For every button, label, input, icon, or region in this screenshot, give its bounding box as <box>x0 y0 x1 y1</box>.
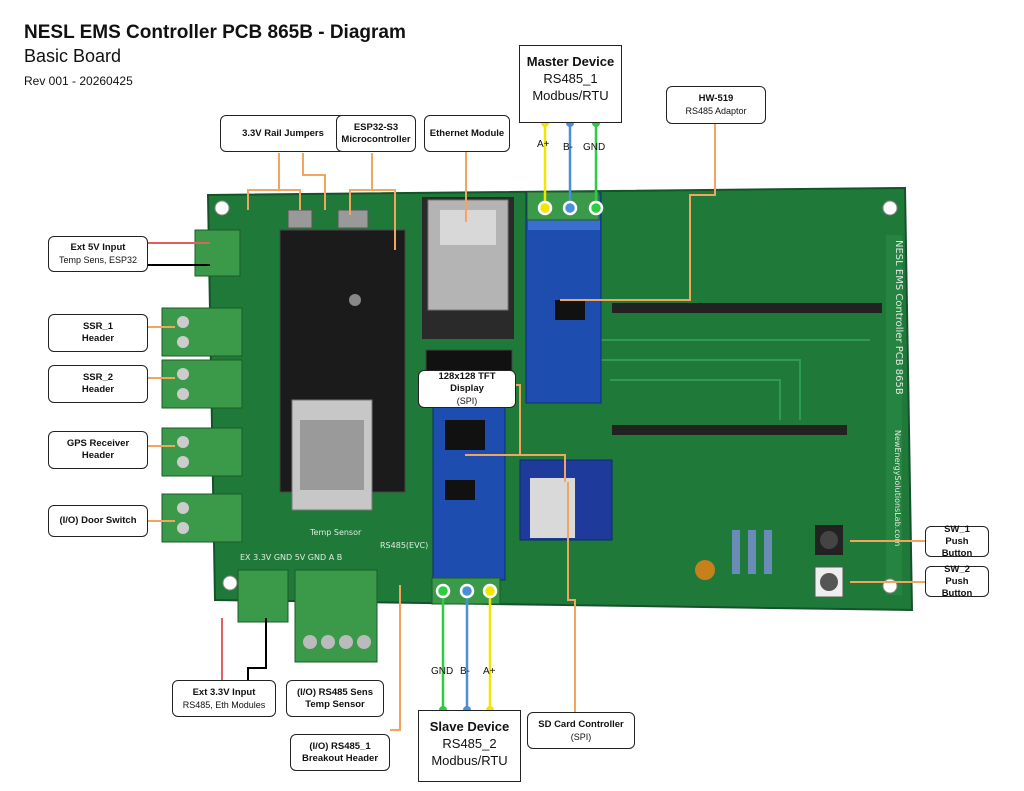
slave-wire-gnd-label: GND <box>431 666 454 677</box>
master-device-protocol: Modbus/RTU <box>532 88 609 103</box>
callout-ext5v-label: Ext 5V Input <box>70 242 126 253</box>
callout-hw519-label: HW-519 <box>698 93 734 104</box>
slave-device-protocol: Modbus/RTU <box>431 753 508 768</box>
callout-esp32-sub: Microcontroller <box>341 133 411 145</box>
svg-text:RS485(EVC): RS485(EVC) <box>380 541 428 550</box>
svg-text:NESL EMS Controller PCB 865B: NESL EMS Controller PCB 865B <box>893 240 904 395</box>
callout-ssr1-sub: Header <box>81 333 115 344</box>
master-wire-b-label: B- <box>563 142 573 153</box>
revision-label: Rev 001 - 20260425 <box>24 74 133 88</box>
callout-ssr2: SSR_2 Header <box>48 365 148 403</box>
callout-sw1-label: SW_1 <box>944 523 970 535</box>
callout-sd-card-label: SD Card Controller <box>538 718 624 730</box>
callout-gps-label: GPS Receiver <box>66 438 130 449</box>
callout-esp32: ESP32-S3 Microcontroller <box>336 115 416 152</box>
callout-rs485-1-sub: Breakout Header <box>301 752 379 764</box>
callout-sd-card-sub: (SPI) <box>570 731 592 742</box>
callout-sw2-sub: Push Button <box>941 575 973 599</box>
callout-ethernet-label: Ethernet Module <box>429 127 505 139</box>
master-wire-gnd-label: GND <box>583 142 606 153</box>
rs485-boards <box>432 192 602 581</box>
callout-hw519: HW-519 RS485 Adaptor <box>666 86 766 124</box>
callout-sw2-label: SW_2 <box>944 563 970 575</box>
callout-rail-jumpers-label: 3.3V Rail Jumpers <box>242 127 324 139</box>
callout-ext33: Ext 3.3V Input RS485, Eth Modules <box>172 680 276 717</box>
master-device-bus: RS485_1 <box>543 71 598 86</box>
callout-rs485-sens-label: (I/O) RS485 Sens <box>296 686 374 698</box>
callout-ssr2-label: SSR_2 <box>82 372 114 383</box>
callout-tft: 128x128 TFT Display (SPI) <box>418 370 516 408</box>
callout-rail-jumpers: 3.3V Rail Jumpers <box>220 115 346 152</box>
slave-device-bus: RS485_2 <box>442 736 497 751</box>
page-subtitle: Basic Board <box>24 46 122 66</box>
callout-ethernet: Ethernet Module <box>424 115 510 152</box>
callout-door-switch: (I/O) Door Switch <box>48 505 148 537</box>
leader-lines <box>148 124 925 731</box>
slave-wire-a-label: A+ <box>483 666 496 677</box>
callout-ext33-label: Ext 3.3V Input <box>192 686 256 698</box>
callout-sw1-sub: Push Button <box>941 535 973 559</box>
master-wire-a-label: A+ <box>537 139 550 150</box>
svg-text:NewEnergySolutionsLab.com: NewEnergySolutionsLab.com <box>893 430 902 546</box>
left-terminal-blocks <box>161 229 243 543</box>
callout-gps: GPS Receiver Header <box>48 431 148 469</box>
callout-tft-label: 128x128 TFT Display <box>438 371 496 394</box>
callout-ext5v-sub: Temp Sens, ESP32 <box>58 255 138 265</box>
callout-ssr2-sub: Header <box>81 384 115 395</box>
svg-text:EX 3.3V GND 5V GND A B: EX 3.3V GND 5V GND A B <box>240 553 342 562</box>
callout-ssr1: SSR_1 Header <box>48 314 148 352</box>
svg-text:Temp Sensor: Temp Sensor <box>309 528 362 537</box>
callout-door-switch-label: (I/O) Door Switch <box>59 515 137 526</box>
ethernet-module <box>422 197 514 339</box>
esp32-module <box>279 209 406 511</box>
callout-ext5v: Ext 5V Input Temp Sens, ESP32 <box>48 236 148 272</box>
resistors-buttons <box>695 525 844 598</box>
slave-device-box: Slave Device RS485_2 Modbus/RTU <box>418 710 521 782</box>
callout-rs485-1: (I/O) RS485_1 Breakout Header <box>290 734 390 771</box>
slave-device-name: Slave Device <box>429 719 510 734</box>
callout-rs485-sens-sub: Temp Sensor <box>305 698 365 710</box>
callout-ssr1-label: SSR_1 <box>82 321 114 332</box>
callout-ext33-sub: RS485, Eth Modules <box>182 699 266 710</box>
master-device-name: Master Device <box>526 54 615 69</box>
power-wires <box>148 242 267 680</box>
callout-sw2: SW_2 Push Button <box>925 563 989 599</box>
callout-sw1: SW_1 Push Button <box>925 523 989 559</box>
master-device-box: Master Device RS485_1 Modbus/RTU <box>519 45 622 123</box>
callout-sd-card: SD Card Controller (SPI) <box>527 712 635 749</box>
callout-rs485-sens: (I/O) RS485 Sens Temp Sensor <box>286 680 384 717</box>
callout-esp32-label: ESP32-S3 <box>353 121 399 133</box>
slave-wire-b-label: B- <box>460 666 470 677</box>
callout-hw519-sub: RS485 Adaptor <box>685 106 747 116</box>
callout-gps-sub: Header <box>81 450 115 461</box>
page-title: NESL EMS Controller PCB 865B - Diagram <box>24 22 406 43</box>
callout-tft-sub: (SPI) <box>456 396 478 406</box>
callout-rs485-1-label: (I/O) RS485_1 <box>309 740 371 752</box>
